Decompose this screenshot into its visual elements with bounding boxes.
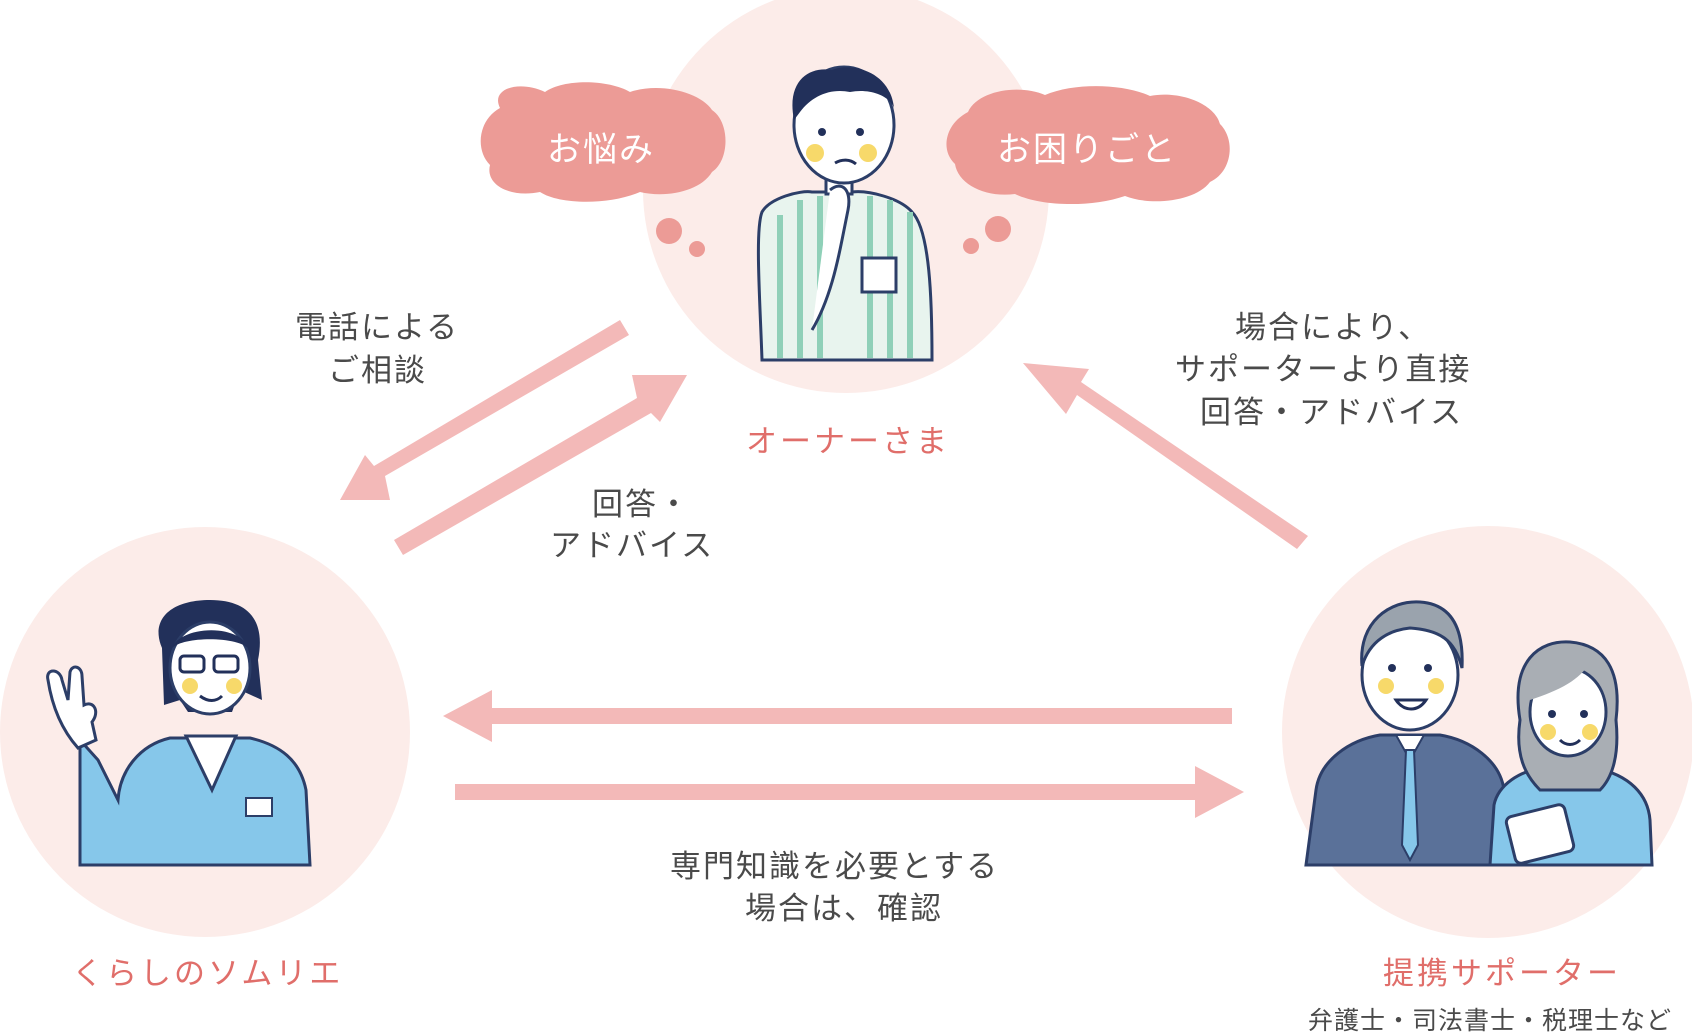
sommelier-circle — [0, 527, 410, 937]
supporter-direct-line1: 場合により、 — [1235, 310, 1432, 346]
trouble-bubble-label: お困りごと — [997, 130, 1177, 170]
phone-consult-line2: ご相談 — [328, 353, 427, 389]
sommelier-illustration — [46, 600, 312, 867]
supporter-circle — [1282, 526, 1692, 938]
phone-consult-line1: 電話による — [295, 310, 460, 346]
worry-bubble — [480, 82, 726, 257]
answer-advice-line1: 回答・ — [592, 487, 691, 523]
supporter-direct-line3: 回答・アドバイス — [1200, 395, 1464, 431]
arrow-supporter-to-owner — [1023, 363, 1308, 549]
trouble-bubble — [946, 86, 1230, 254]
answer-advice-line2: アドバイス — [550, 528, 715, 564]
sommelier-label: くらしのソムリエ — [72, 956, 344, 992]
owner-label: オーナーさま — [746, 424, 950, 460]
arrow-sommelier-to-supporter — [455, 766, 1244, 818]
arrow-supporter-to-sommelier — [443, 690, 1232, 742]
supporter-direct-line2: サポーターより直接 — [1175, 352, 1472, 388]
expert-check-line1: 専門知識を必要とする — [670, 849, 1000, 885]
owner-illustration — [756, 65, 934, 362]
supporter-illustration — [1304, 600, 1654, 867]
expert-check-line2: 場合は、確認 — [745, 891, 943, 927]
worry-bubble-label: お悩み — [547, 130, 655, 170]
supporter-label: 提携サポーター — [1383, 956, 1621, 992]
arrow-sommelier-to-owner — [394, 375, 687, 555]
arrow-owner-to-sommelier — [340, 320, 629, 500]
arrows — [340, 320, 1308, 818]
supporter-sublabel: 弁護士・司法書士・税理士など — [1308, 1006, 1673, 1035]
